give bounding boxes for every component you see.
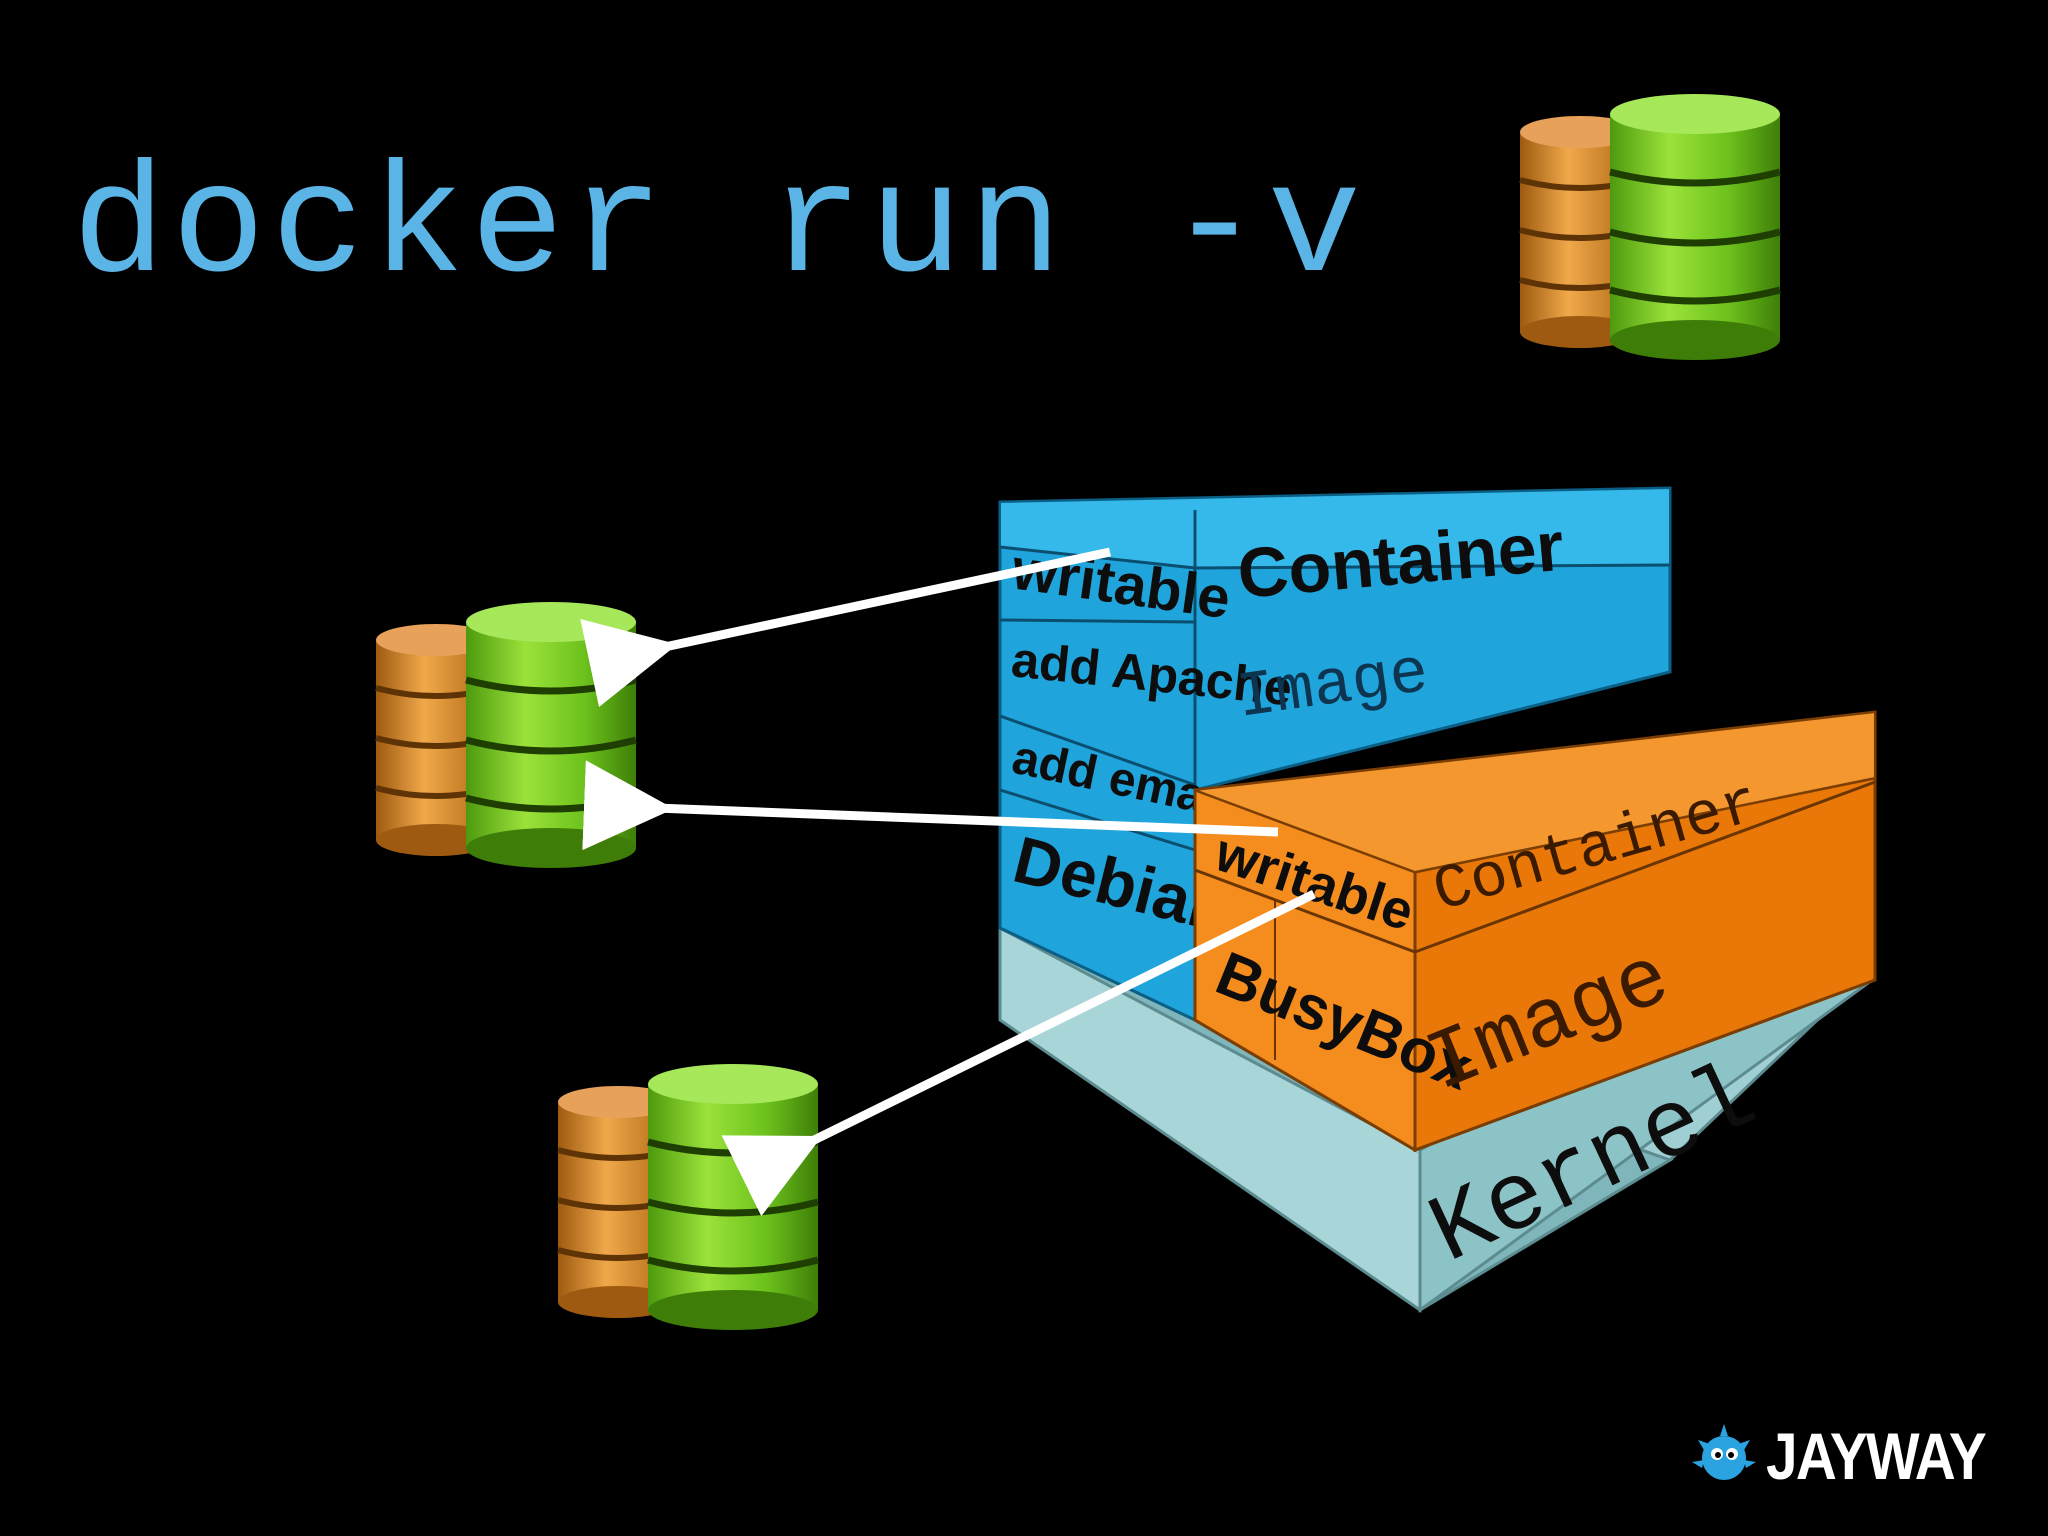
volume-icon-left [376,602,636,868]
logo-text: JAYWAY [1766,1419,1987,1493]
mount-arrows [580,547,1316,1217]
pufferfish-icon [1692,1424,1756,1480]
arrow-busybox-writable [582,760,1279,851]
slide-title: docker run -v [72,140,1367,317]
debian-stack: writable add Apache add emacs Debian Con… [998,486,1672,1023]
jayway-logo: JAYWAY [1688,1418,2021,1494]
volume-icon-bottom [558,1064,818,1330]
volume-icon-top [1520,94,1780,360]
busybox-stack: writable BusyBox Container Image [1193,710,1877,1153]
arrow-busybox-bottom [721,889,1316,1217]
arrow-debian-writable [580,547,1111,708]
